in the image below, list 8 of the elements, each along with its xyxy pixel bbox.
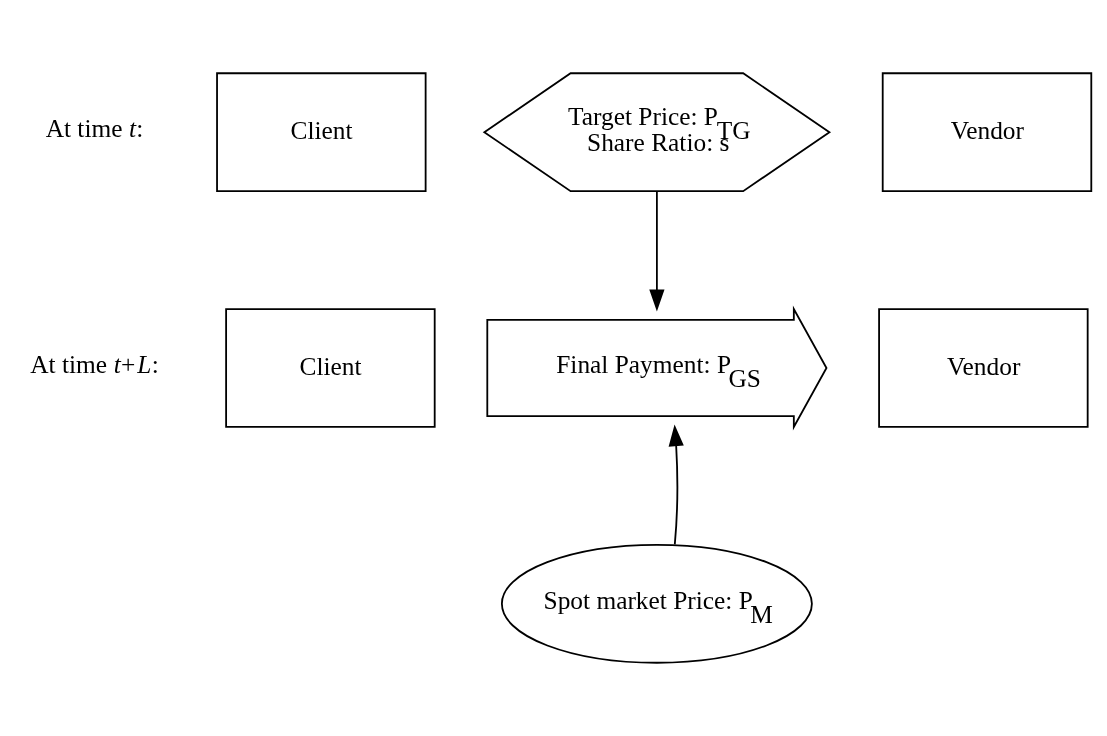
- node-box: Client: [216, 72, 427, 193]
- arrow: [668, 424, 684, 546]
- node-box: Vendor: [878, 308, 1089, 428]
- node-box: Client: [225, 308, 436, 428]
- label: At time t:: [45, 114, 144, 143]
- node-box: Vendor: [881, 72, 1093, 193]
- label: At time t+L:: [30, 349, 159, 378]
- arrow: [649, 190, 665, 312]
